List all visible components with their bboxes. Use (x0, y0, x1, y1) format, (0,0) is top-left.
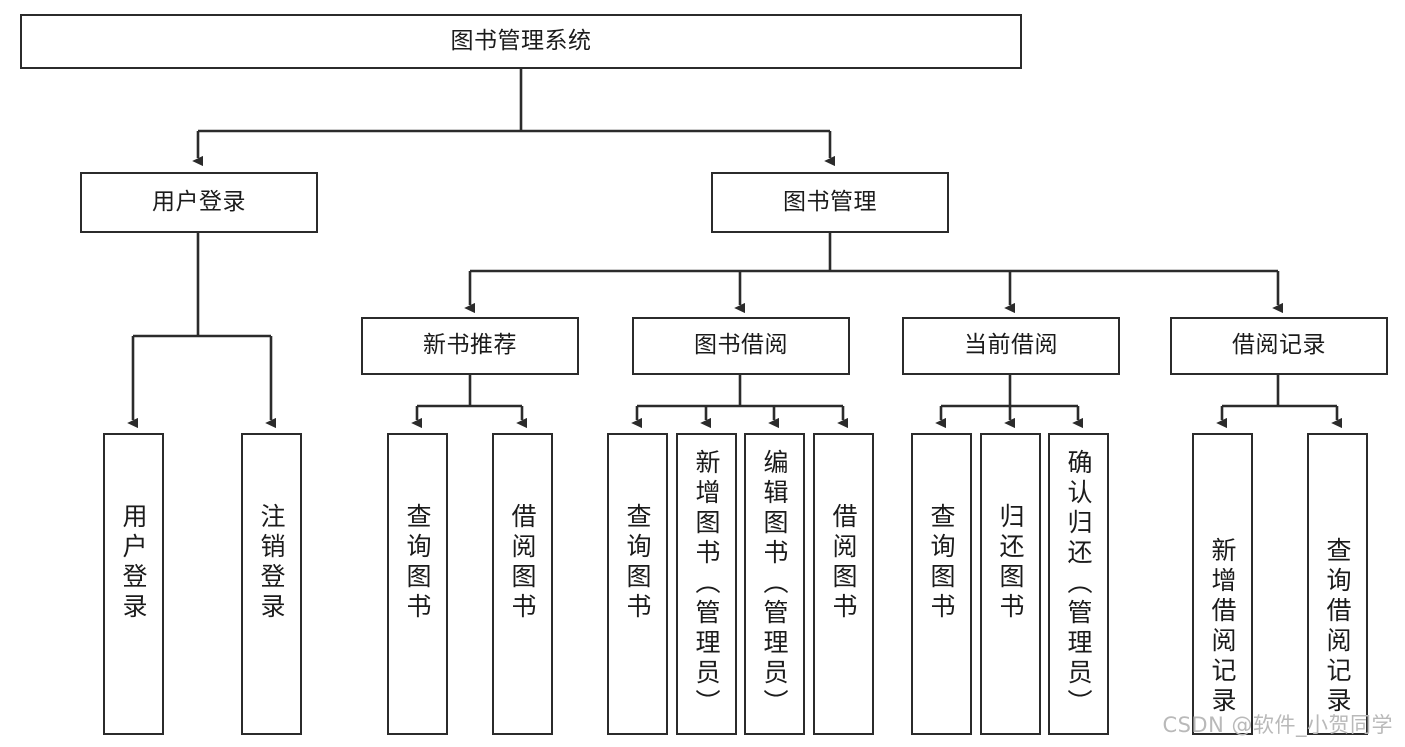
leaf-query-book-3-label: 查询图书 (927, 503, 956, 623)
leaf-borrow-book-2[interactable]: 借阅图书 (813, 433, 874, 735)
leaf-logout[interactable]: 注销登录 (241, 433, 302, 735)
leaf-return-book-label: 归还图书 (996, 503, 1025, 623)
node-new-book-recommend[interactable]: 新书推荐 (361, 317, 579, 375)
leaf-return-book[interactable]: 归还图书 (980, 433, 1041, 735)
leaf-borrow-book-2-label: 借阅图书 (829, 503, 858, 623)
leaf-add-book[interactable]: 新增图书（管理员） (676, 433, 737, 735)
node-root[interactable]: 图书管理系统 (20, 14, 1022, 69)
node-book-manage-label: 图书管理 (783, 188, 877, 215)
leaf-confirm-return[interactable]: 确认归还（管理员） (1048, 433, 1109, 735)
watermark: CSDN @软件_小贺同学 (1162, 713, 1393, 737)
leaf-query-record-label: 查询借阅记录 (1323, 537, 1352, 717)
node-root-label: 图书管理系统 (450, 27, 592, 54)
node-borrow-record[interactable]: 借阅记录 (1170, 317, 1388, 375)
leaf-logout-label: 注销登录 (257, 503, 286, 623)
node-new-book-recommend-label: 新书推荐 (423, 332, 517, 359)
node-book-borrow-label: 图书借阅 (694, 332, 788, 359)
node-book-manage[interactable]: 图书管理 (711, 172, 949, 233)
leaf-add-record[interactable]: 新增借阅记录 (1192, 433, 1253, 735)
leaf-query-book-2[interactable]: 查询图书 (607, 433, 668, 735)
leaf-user-login[interactable]: 用户登录 (103, 433, 164, 735)
leaf-add-record-label: 新增借阅记录 (1208, 537, 1237, 717)
leaf-edit-book-label: 编辑图书（管理员） (760, 449, 789, 719)
leaf-query-book-1[interactable]: 查询图书 (387, 433, 448, 735)
leaf-user-login-label: 用户登录 (119, 503, 148, 623)
leaf-add-book-label: 新增图书（管理员） (692, 449, 721, 719)
leaf-confirm-return-label: 确认归还（管理员） (1064, 449, 1093, 719)
leaf-edit-book[interactable]: 编辑图书（管理员） (744, 433, 805, 735)
node-book-borrow[interactable]: 图书借阅 (632, 317, 850, 375)
leaf-query-book-1-label: 查询图书 (403, 503, 432, 623)
leaf-borrow-book-1[interactable]: 借阅图书 (492, 433, 553, 735)
leaf-query-book-3[interactable]: 查询图书 (911, 433, 972, 735)
node-user-login-label: 用户登录 (152, 188, 246, 215)
leaf-borrow-book-1-label: 借阅图书 (508, 503, 537, 623)
leaf-query-record[interactable]: 查询借阅记录 (1307, 433, 1368, 735)
node-user-login[interactable]: 用户登录 (80, 172, 318, 233)
node-current-borrow[interactable]: 当前借阅 (902, 317, 1120, 375)
leaf-query-book-2-label: 查询图书 (623, 503, 652, 623)
node-current-borrow-label: 当前借阅 (964, 332, 1058, 359)
node-borrow-record-label: 借阅记录 (1232, 332, 1326, 359)
